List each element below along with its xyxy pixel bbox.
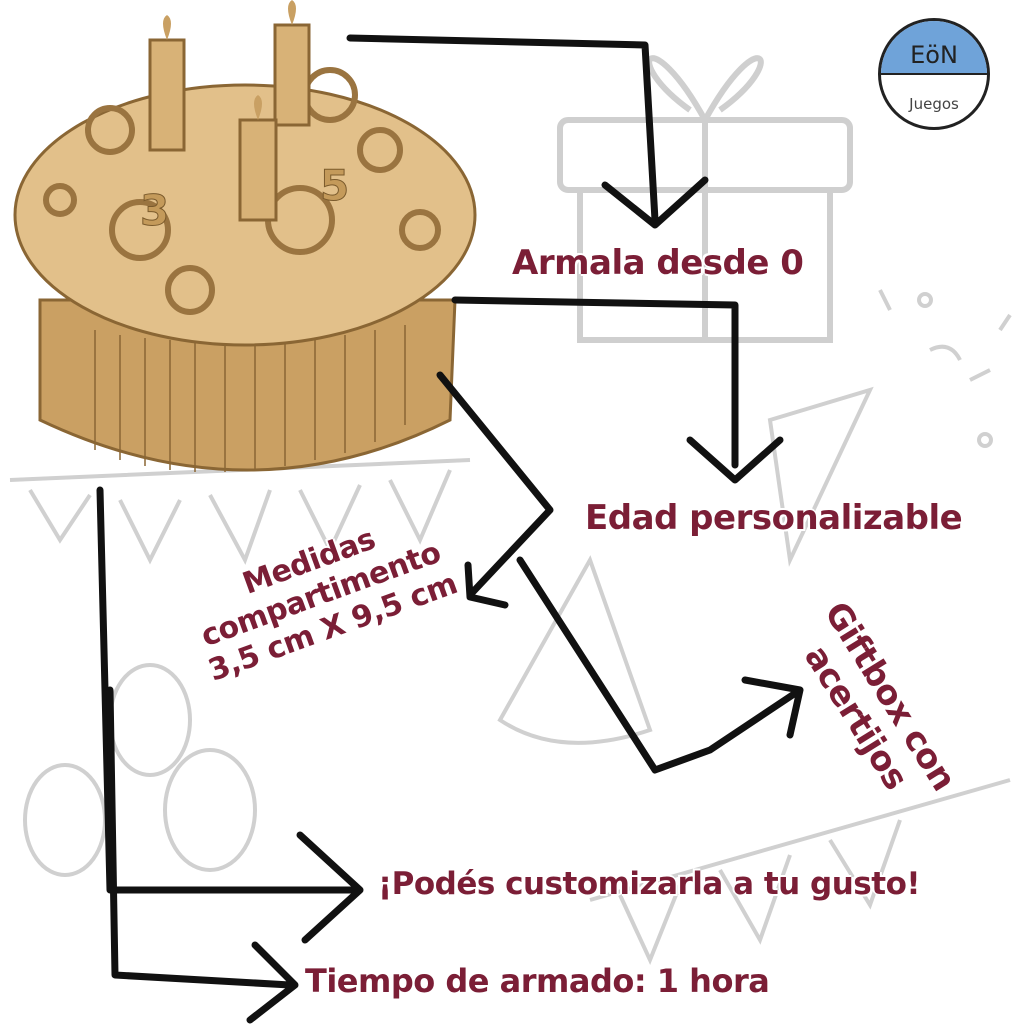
arrow-measures [436,371,554,609]
label-assemble: Armala desde 0 [512,243,804,283]
eon-juegos-logo: EöN Juegos [878,18,990,130]
arrow-age [451,296,784,484]
arrow-customize [96,486,364,944]
label-customize: ¡Podés customizarla a tu gusto! [378,866,921,902]
label-age: Edad personalizable [585,498,963,538]
svg-text:5: 5 [320,161,349,210]
arrow-assemble [346,34,709,229]
arrow-giftbox [516,556,804,774]
logo-brand: EöN [910,41,958,69]
label-time: Tiempo de armado: 1 hora [305,962,770,1000]
svg-text:3: 3 [140,186,169,235]
logo-subtitle: Juegos [909,95,959,113]
arrow-time [106,686,299,1024]
wooden-cake: 3 5 [13,0,477,472]
gift-box-doodle [557,55,853,343]
confetti-doodles [878,289,1012,448]
